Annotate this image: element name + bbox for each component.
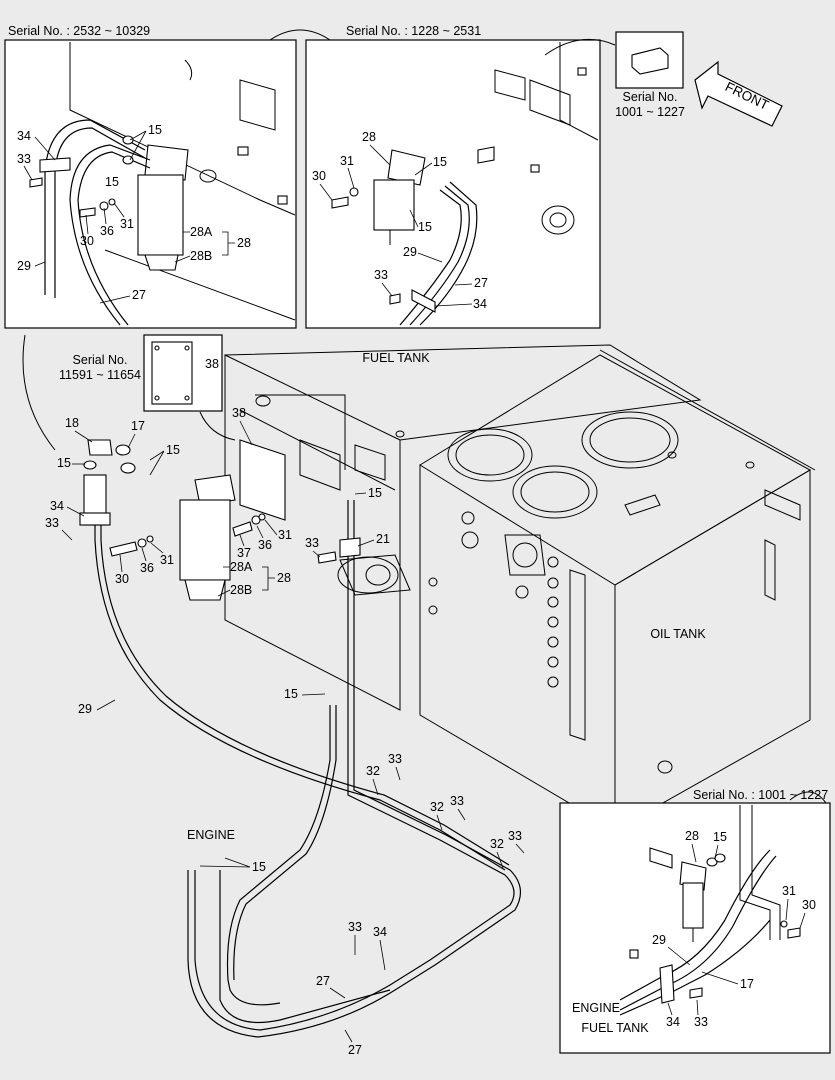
callout: 27 xyxy=(474,276,488,290)
plate-serial-line2: 11591 ~ 11654 xyxy=(59,368,141,382)
callout: 15 xyxy=(284,687,298,701)
callout: 33 xyxy=(45,516,59,530)
serial-small-line1: Serial No. xyxy=(623,90,678,104)
callout: 30 xyxy=(80,234,94,248)
inset-top-left xyxy=(4,39,297,329)
callout: 38 xyxy=(232,406,246,420)
connector-arc-3 xyxy=(22,334,56,451)
callout: 34 xyxy=(373,925,387,939)
callout: 34 xyxy=(666,1015,680,1029)
fuel-tank-label-inset: FUEL TANK xyxy=(581,1021,649,1035)
serial-small-line2: 1001 ~ 1227 xyxy=(615,105,685,119)
engine-label-main: ENGINE xyxy=(187,828,235,842)
callout: 28B xyxy=(190,249,212,263)
callout: 31 xyxy=(782,884,796,898)
front-arrow: FRONT xyxy=(694,60,783,127)
callout: 32 xyxy=(366,764,380,778)
callout: 29 xyxy=(652,933,666,947)
inset-bottom-right xyxy=(559,802,831,1054)
serial-top-left: Serial No. : 2532 ~ 10329 xyxy=(8,24,150,38)
callout: 33 xyxy=(374,268,388,282)
callout: 15 xyxy=(105,175,119,189)
callout: 28 xyxy=(685,829,699,843)
inset-small-top-right: Serial No. 1001 ~ 1227 xyxy=(615,31,685,119)
callout: 15 xyxy=(418,220,432,234)
callout: 28 xyxy=(362,130,376,144)
callout: 31 xyxy=(278,528,292,542)
inset-plate: Serial No. 11591 ~ 11654 38 xyxy=(59,334,223,412)
callout: 28 xyxy=(237,236,251,250)
callouts-bottom-right: 28 15 31 30 29 17 34 33 xyxy=(652,829,816,1029)
callouts-top-left: 34 15 33 15 30 36 31 28A 28 28B 29 27 xyxy=(17,123,251,304)
connector-arc-1 xyxy=(269,29,331,41)
callout: 15 xyxy=(252,860,266,874)
callout: 31 xyxy=(120,217,134,231)
plate-serial-line1: Serial No. xyxy=(73,353,128,367)
fuel-filter-main xyxy=(79,439,361,601)
callout: 32 xyxy=(490,837,504,851)
plate-part-number: 38 xyxy=(205,357,219,371)
connector-arc-4 xyxy=(199,411,236,441)
callout: 28A xyxy=(230,560,253,574)
callout: 27 xyxy=(132,288,146,302)
callout: 33 xyxy=(508,829,522,843)
callout: 31 xyxy=(340,154,354,168)
callout: 29 xyxy=(17,259,31,273)
callout: 17 xyxy=(131,419,145,433)
engine-label-inset: ENGINE xyxy=(572,1001,620,1015)
fuel-hoses xyxy=(94,480,521,1038)
fuel-tank-body xyxy=(224,344,702,711)
callout: 15 xyxy=(713,830,727,844)
callout: 15 xyxy=(433,155,447,169)
callout: 21 xyxy=(376,532,390,546)
callout: 34 xyxy=(17,129,31,143)
callout: 36 xyxy=(100,224,114,238)
callout: 29 xyxy=(78,702,92,716)
callout: 33 xyxy=(305,536,319,550)
callout: 27 xyxy=(348,1043,362,1057)
callouts-top-middle: 28 15 31 30 15 29 27 33 34 xyxy=(312,130,488,311)
callout: 36 xyxy=(140,561,154,575)
callout: 28B xyxy=(230,583,252,597)
callout: 15 xyxy=(166,443,180,457)
callout: 33 xyxy=(450,794,464,808)
connector-arc-2 xyxy=(544,38,616,56)
callout: 30 xyxy=(312,169,326,183)
callout: 30 xyxy=(802,898,816,912)
callout: 33 xyxy=(17,152,31,166)
callout: 34 xyxy=(50,499,64,513)
callout: 15 xyxy=(148,123,162,137)
callout: 18 xyxy=(65,416,79,430)
callout: 29 xyxy=(403,245,417,259)
serial-bottom-right: Serial No. : 1001 ~ 1227 xyxy=(693,788,828,802)
callout: 36 xyxy=(258,538,272,552)
callouts-main: 38 18 17 15 15 34 33 30 36 31 37 36 31 2… xyxy=(45,406,525,1057)
callout: 33 xyxy=(694,1015,708,1029)
inset-top-middle xyxy=(305,39,601,329)
callout: 31 xyxy=(160,553,174,567)
callout: 32 xyxy=(430,800,444,814)
callout: 15 xyxy=(368,486,382,500)
callout: 15 xyxy=(57,456,71,470)
callout: 27 xyxy=(316,974,330,988)
callout: 28A xyxy=(190,225,213,239)
callout: 37 xyxy=(237,546,251,560)
serial-top-middle: Serial No. : 1228 ~ 2531 xyxy=(346,24,481,38)
callout: 33 xyxy=(348,920,362,934)
callout: 17 xyxy=(740,977,754,991)
callout: 30 xyxy=(115,572,129,586)
callout: 28 xyxy=(277,571,291,585)
callout: 34 xyxy=(473,297,487,311)
oil-tank-label: OIL TANK xyxy=(650,627,706,641)
fuel-tank-label: FUEL TANK xyxy=(362,351,430,365)
callout: 33 xyxy=(388,752,402,766)
oil-tank-body xyxy=(419,349,816,831)
